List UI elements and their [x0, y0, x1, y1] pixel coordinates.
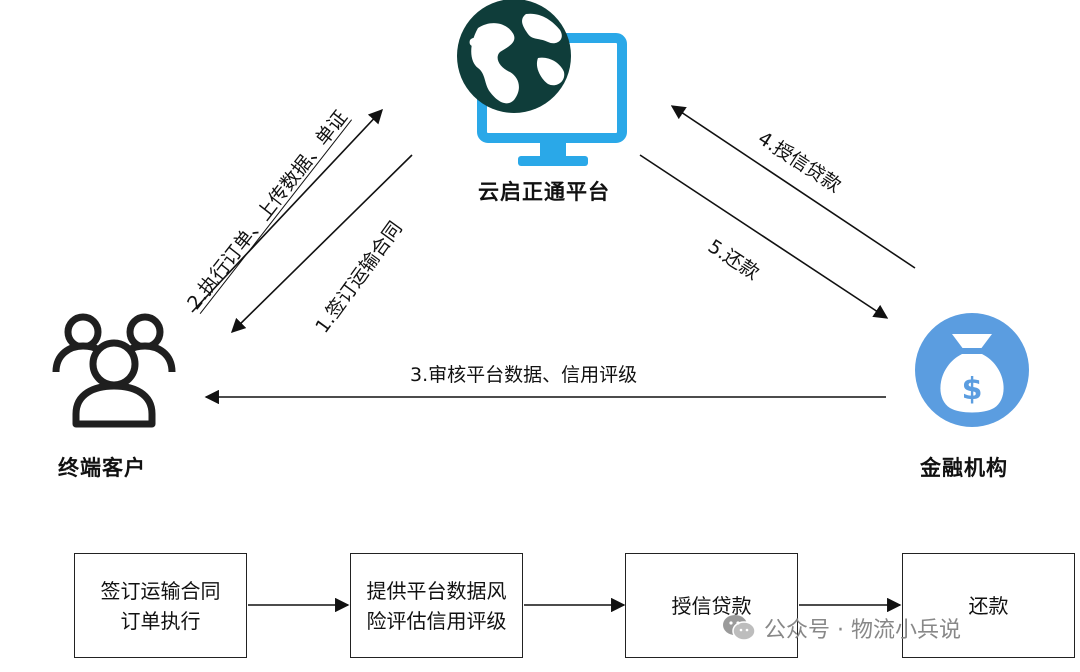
edge-1-line [230, 154, 413, 334]
edge-4-line [670, 105, 916, 269]
flow-box-2: 提供平台数据风 险评估信用评级 [350, 553, 523, 658]
flow-box-4-line-1: 还款 [968, 593, 1009, 618]
flow-box-4: 还款 [902, 553, 1075, 658]
wechat-icon [723, 615, 756, 641]
flow-box-2-line-1: 提供平台数据风 [366, 578, 507, 603]
edge-5-line [639, 154, 889, 319]
globe-monitor-icon [457, 0, 627, 166]
edge-2-line [191, 108, 383, 313]
node-label-platform: 云启正通平台 [478, 180, 610, 204]
edge-label-3: 3.审核平台数据、信用评级 [410, 364, 638, 386]
flow-box-1-line-1: 签订运输合同 [100, 578, 221, 603]
money-bag-icon: $ [915, 313, 1029, 427]
watermark-text: 公众号 · 物流小兵说 [764, 618, 961, 643]
dollar-symbol: $ [962, 372, 983, 407]
node-label-finance: 金融机构 [920, 456, 1008, 480]
flow-box-1-line-2: 订单执行 [120, 608, 201, 633]
flow-box-3-line-1: 授信贷款 [671, 593, 752, 618]
watermark: 公众号 · 物流小兵说 [722, 612, 961, 644]
flow-box-2-line-2: 险评估信用评级 [366, 608, 507, 633]
node-label-customer: 终端客户 [58, 456, 146, 480]
flow-box-1: 签订运输合同 订单执行 [74, 553, 247, 658]
users-icon [52, 313, 176, 428]
flow-box-3: 授信贷款 [625, 553, 798, 658]
